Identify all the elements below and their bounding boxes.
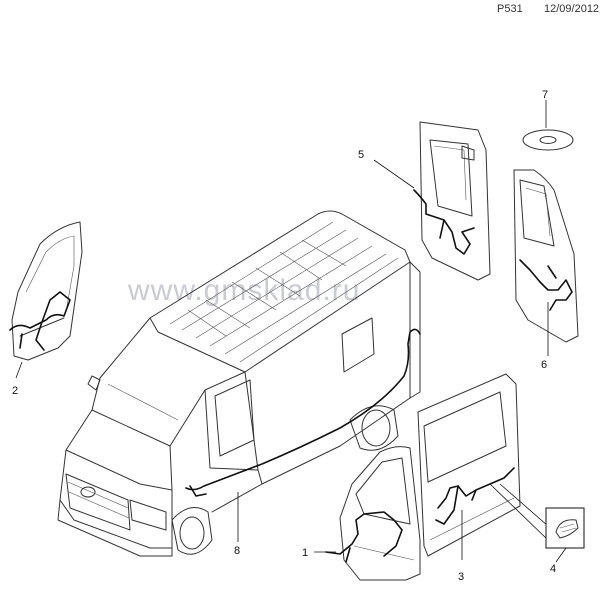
rear-left-door (413, 121, 491, 281)
connector-inset-box (545, 507, 585, 549)
callout-5: 5 (358, 149, 364, 161)
callout-8: 8 (234, 545, 240, 557)
callout-4: 4 (550, 563, 556, 575)
callout-1: 1 (302, 547, 308, 559)
grommet-seal (522, 129, 574, 151)
callout-7: 7 (542, 89, 548, 101)
watermark-text: www.gmsklad.ru (127, 274, 360, 307)
van-body (57, 210, 421, 557)
sliding-door (417, 373, 549, 557)
callout-6: 6 (541, 359, 547, 371)
rear-right-door (513, 169, 579, 343)
page-code: P531 (497, 3, 523, 15)
right-front-door (325, 446, 421, 581)
callout-3: 3 (458, 571, 464, 583)
callout-2: 2 (12, 385, 18, 397)
left-front-door (9, 221, 83, 361)
page-date: 12/09/2012 (544, 3, 600, 15)
